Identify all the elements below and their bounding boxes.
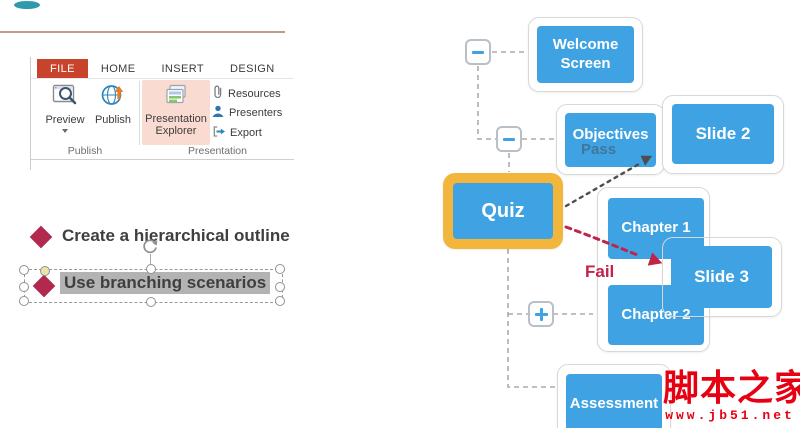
preview-icon xyxy=(52,82,78,111)
person-icon xyxy=(212,105,224,121)
presenters-button[interactable]: Presenters xyxy=(212,105,282,121)
export-button[interactable]: Export xyxy=(212,125,262,141)
collapse-button[interactable] xyxy=(465,39,491,65)
bullet-diamond xyxy=(29,225,53,249)
branch-label-pass: Pass xyxy=(581,141,617,158)
export-label: Export xyxy=(230,127,262,139)
resources-label: Resources xyxy=(228,87,281,100)
watermark-title: 脚本之家 xyxy=(663,367,800,408)
node-slide-2[interactable]: Slide 2 xyxy=(662,95,784,174)
preview-button[interactable]: Preview xyxy=(41,82,89,133)
tab-insert[interactable]: INSERT xyxy=(161,62,204,75)
expand-button[interactable] xyxy=(528,301,554,327)
export-arrow-icon xyxy=(212,125,225,141)
paperclip-icon xyxy=(212,85,223,102)
presentation-explorer-icon xyxy=(164,83,188,110)
presenters-label: Presenters xyxy=(229,107,283,119)
node-quiz-label: Quiz xyxy=(453,183,553,239)
node-welcome-screen-label: Welcome Screen xyxy=(537,26,634,83)
tab-design[interactable]: DESIGN xyxy=(230,62,275,75)
preview-label: Preview xyxy=(45,114,85,126)
resources-button[interactable]: Resources xyxy=(212,85,281,102)
minus-icon xyxy=(472,50,484,54)
group-label-publish: Publish xyxy=(67,145,103,157)
presentation-explorer-label: Presentation Explorer xyxy=(145,113,207,137)
node-slide-3[interactable]: Slide 3 xyxy=(662,237,782,317)
partial-logo xyxy=(14,1,40,9)
ribbon-tab-row: FILE HOME INSERT DESIGN xyxy=(31,59,294,79)
node-objectives[interactable]: Objectives xyxy=(556,104,665,175)
collapse-button[interactable] xyxy=(496,126,522,152)
branch-label-fail: Fail xyxy=(585,262,615,281)
adjust-handle[interactable] xyxy=(40,266,50,276)
publish-button[interactable]: Publish xyxy=(89,82,137,126)
node-quiz-selected[interactable]: Quiz xyxy=(443,173,563,249)
node-objectives-label: Objectives xyxy=(565,113,656,167)
selection-handle[interactable] xyxy=(275,296,285,306)
selection-handle[interactable] xyxy=(275,282,285,292)
selection-handle[interactable] xyxy=(19,296,29,306)
watermark-url: www.jb51.net xyxy=(665,407,795,423)
ribbon: FILE HOME INSERT DESIGN Preview xyxy=(30,57,294,160)
presentation-explorer-button[interactable]: Presentation Explorer xyxy=(142,80,210,145)
group-label-presentation: Presentation xyxy=(188,145,247,157)
selection-handle[interactable] xyxy=(19,282,29,292)
rotate-handle-icon[interactable] xyxy=(141,238,159,261)
group-separator xyxy=(139,81,140,145)
node-slide-2-label: Slide 2 xyxy=(672,104,774,164)
publish-label: Publish xyxy=(94,114,132,126)
node-assessment[interactable]: Assessment xyxy=(557,364,671,428)
tab-file[interactable]: FILE xyxy=(37,59,88,78)
watermark: 脚本之家 www.jb51.net xyxy=(663,367,800,423)
preview-dropdown-caret[interactable] xyxy=(62,129,68,133)
rotate-handle-stem xyxy=(150,254,151,269)
selection-handle[interactable] xyxy=(146,264,156,274)
node-slide-3-label: Slide 3 xyxy=(671,246,772,308)
selection-handle[interactable] xyxy=(19,265,29,275)
selection-handle[interactable] xyxy=(146,297,156,307)
plus-icon xyxy=(534,307,548,321)
tab-home[interactable]: HOME xyxy=(100,62,136,75)
outline-item-1[interactable]: Create a hierarchical outline xyxy=(62,226,290,245)
selection-handle[interactable] xyxy=(275,264,285,274)
node-welcome-screen[interactable]: Welcome Screen xyxy=(528,17,643,92)
outline-item-2-selected[interactable]: Use branching scenarios xyxy=(60,272,271,294)
divider-line xyxy=(0,31,285,33)
ribbon-edge xyxy=(30,159,31,170)
node-assessment-label: Assessment xyxy=(566,374,662,428)
publish-icon xyxy=(100,82,126,111)
minus-icon xyxy=(503,137,515,141)
